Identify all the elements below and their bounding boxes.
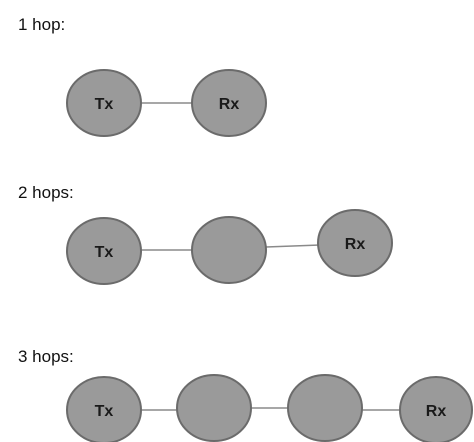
- row-3-hops: 3 hops: Tx Rx: [18, 347, 473, 442]
- node-tx: [66, 69, 142, 137]
- node-rx: [317, 209, 393, 277]
- row-3-title: 3 hops:: [18, 347, 74, 366]
- row-2-hops: 2 hops: Tx Rx: [18, 183, 393, 285]
- node-tx-label: Tx: [95, 244, 114, 261]
- node-tx-label: Tx: [95, 403, 114, 420]
- node-rx: [191, 69, 267, 137]
- node-tx: [66, 376, 142, 442]
- node-tx: [66, 217, 142, 285]
- node-tx-label: Tx: [95, 96, 114, 113]
- node-rx-label: Rx: [219, 96, 240, 113]
- node-rx-label: Rx: [345, 236, 366, 253]
- row-1-title: 1 hop:: [18, 15, 65, 34]
- node-relay-1: [176, 374, 252, 442]
- node-rx-label: Rx: [426, 403, 447, 420]
- row-2-title: 2 hops:: [18, 183, 74, 202]
- row-1-hop: 1 hop: Tx Rx: [18, 15, 267, 137]
- node-relay: [191, 216, 267, 284]
- node-relay-2: [287, 374, 363, 442]
- link-2-2: [265, 244, 321, 248]
- node-rx: [399, 376, 473, 442]
